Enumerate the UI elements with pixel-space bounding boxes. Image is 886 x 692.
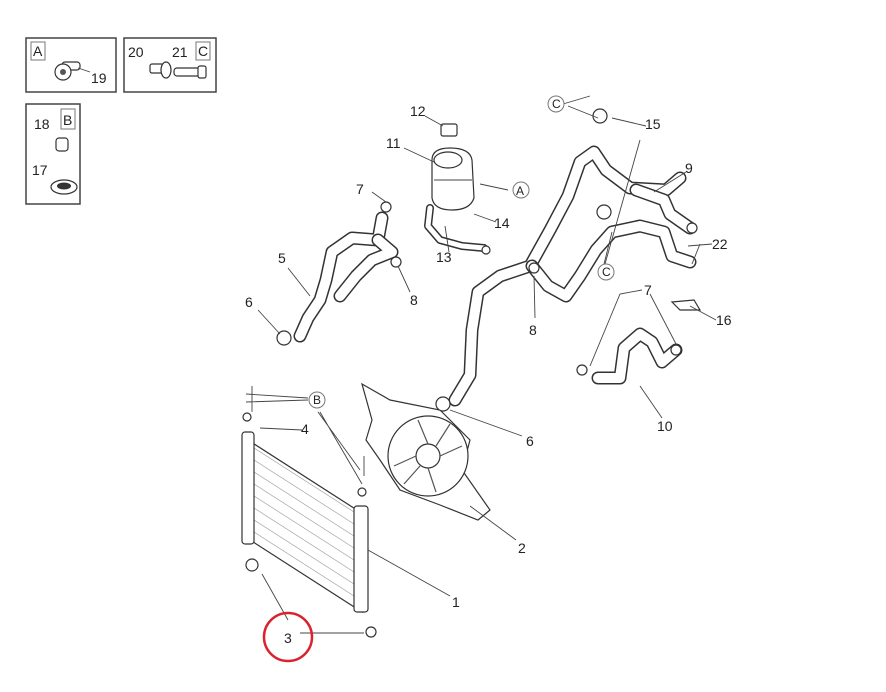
callout-19: 19 xyxy=(91,70,107,86)
callout-22: 22 xyxy=(712,236,728,252)
hose-clamps xyxy=(276,108,702,412)
callout-20: 20 xyxy=(128,44,144,60)
callout-15: 15 xyxy=(645,116,661,132)
inset-b: B 18 17 xyxy=(25,103,81,205)
hose-10 xyxy=(591,327,683,385)
expansion-tank xyxy=(431,123,475,211)
hose-5 xyxy=(293,211,399,343)
tag-c: C xyxy=(602,265,611,279)
cooling-fan xyxy=(361,382,491,521)
radiator xyxy=(241,412,377,638)
leader-lines xyxy=(245,95,717,634)
callout-11: 11 xyxy=(386,135,401,151)
tag-b-circle xyxy=(308,391,326,409)
tag-b: B xyxy=(313,393,321,407)
callout-7: 7 xyxy=(356,181,364,197)
inset-c: C 20 21 xyxy=(123,37,217,93)
highlight-circle xyxy=(262,611,314,663)
inset-b-tag: B xyxy=(63,112,72,128)
callout-12: 12 xyxy=(410,103,426,119)
inset-c-tag: C xyxy=(198,43,208,59)
callout-8: 8 xyxy=(410,292,418,308)
callout-16: 16 xyxy=(716,312,732,328)
callout-14: 14 xyxy=(494,215,510,231)
callout-7: 7 xyxy=(644,282,652,298)
hose-main xyxy=(448,145,697,407)
callout-2: 2 xyxy=(518,540,526,556)
callout-21: 21 xyxy=(172,44,188,60)
callout-6: 6 xyxy=(526,433,534,449)
bolt-20-21-icon xyxy=(149,61,207,79)
tag-a: A xyxy=(516,184,524,198)
callout-9: 9 xyxy=(685,160,693,176)
tag-c2-circle xyxy=(597,263,615,281)
callout-8: 8 xyxy=(529,322,537,338)
callout-18: 18 xyxy=(34,116,50,132)
callout-6: 6 xyxy=(245,294,253,310)
bolt-19-icon xyxy=(54,61,81,81)
callout-4: 4 xyxy=(301,421,309,437)
callout-13: 13 xyxy=(436,249,452,265)
callout-1: 1 xyxy=(452,594,460,610)
washer-17-icon xyxy=(50,179,78,195)
tag-c1-circle xyxy=(547,95,565,113)
inset-a: A 19 xyxy=(25,37,117,93)
inset-a-tag: A xyxy=(33,43,43,59)
callout-5: 5 xyxy=(278,250,286,266)
callout-10: 10 xyxy=(657,418,673,434)
callout-17: 17 xyxy=(32,162,48,178)
tag-c: C xyxy=(552,97,561,111)
callout-3: 3 xyxy=(284,630,292,646)
nut-18-icon xyxy=(55,137,69,152)
tag-a-circle xyxy=(512,181,530,199)
hose-13 xyxy=(424,204,488,252)
